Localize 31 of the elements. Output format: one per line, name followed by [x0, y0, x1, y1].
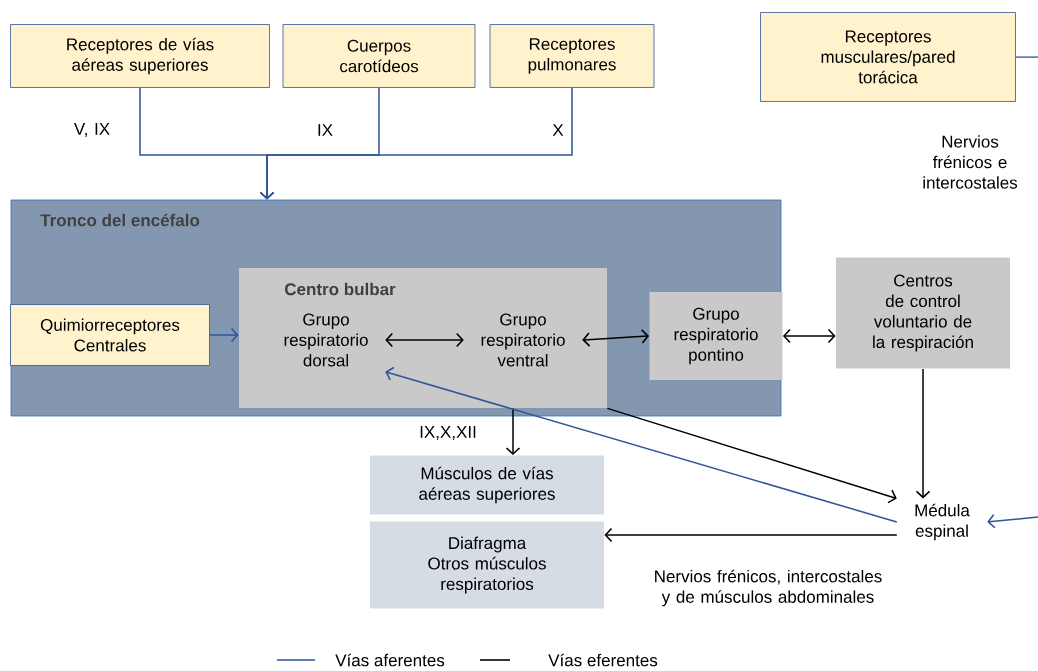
control-box: Centros de control voluntario de la respiración [836, 257, 1010, 369]
receptor-box: Receptores pulmonares [489, 24, 655, 88]
edge-label: Nervios frénicos, intercostales y de músculos abdominales [655, 569, 882, 607]
edge-label: IX [318, 124, 333, 136]
receptor-box: Quimiorreceptores Centrales [10, 304, 210, 366]
muscle-box: Músculos de vías aéreas superiores [370, 455, 604, 515]
receptor-box: Receptores de vías aéreas superiores [10, 24, 270, 88]
arrow [505, 407, 521, 456]
receptor-box: Cuerpos carotídeos [282, 24, 476, 88]
arrow [209, 327, 239, 343]
edge-label: V, IX [73, 123, 110, 137]
spinal-cord-label: Médula espinal [915, 503, 970, 541]
edge-label: IX,X,XII [420, 426, 476, 440]
edge-label: X [552, 124, 564, 136]
legend-label: Vías aferentes [335, 653, 445, 667]
arrow [582, 329, 650, 347]
arrow [385, 332, 464, 348]
receptor-box: Receptores musculares/pared torácica [760, 12, 1016, 102]
arrow [604, 527, 898, 543]
arrow [259, 87, 573, 200]
group-label: Grupo respiratorio ventral [481, 313, 565, 367]
arrow [606, 407, 897, 504]
arrow [385, 366, 898, 523]
arrow [915, 368, 931, 499]
muscle-box: Diafragma Otros músculos respiratorios [370, 521, 604, 609]
arrow [987, 514, 1038, 529]
legend-label: Vías eferentes [548, 653, 658, 667]
group-box: Grupo respiratorio pontino [649, 292, 783, 380]
group-label: Grupo respiratorio dorsal [284, 313, 368, 367]
nerve-label: Nervios frénicos e intercostales [923, 135, 1018, 189]
arrow [782, 328, 836, 344]
